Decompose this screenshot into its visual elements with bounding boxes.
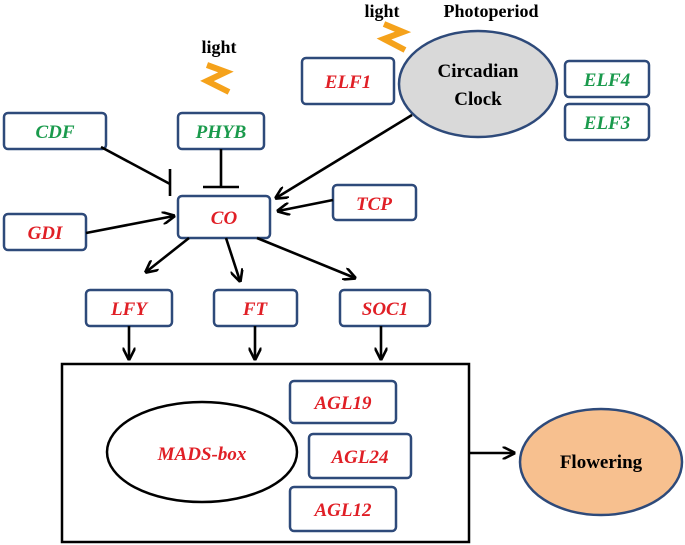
mads-box-label: MADS-box	[157, 444, 247, 465]
edge-co-to-soc1	[256, 236, 355, 278]
gene-node-agl12: AGL12	[288, 485, 398, 533]
edge-co-to-ft	[224, 237, 240, 281]
gene-node-agl24: AGL24	[307, 432, 413, 480]
svg-text:ELF4: ELF4	[583, 70, 630, 91]
svg-text:GDI: GDI	[28, 223, 63, 244]
gene-node-tcp: TCP	[331, 183, 418, 222]
photoperiod-label: Photoperiod	[443, 1, 538, 21]
circadian-clock-label-line2: Clock	[454, 89, 502, 110]
edge-cdf-inhibits-co	[100, 145, 171, 186]
light-icon-mid	[200, 62, 234, 95]
flowering-node	[518, 407, 684, 517]
edge-tcp-to-co	[278, 198, 334, 211]
circadian-clock-label-line1: Circadian	[438, 61, 519, 82]
light-label-top: light	[364, 1, 399, 21]
gene-node-co: CO	[176, 194, 272, 240]
edge-gdi-to-co	[85, 216, 174, 235]
gene-node-agl19: AGL19	[288, 379, 398, 425]
gene-node-gdi: GDI	[2, 212, 88, 252]
gene-node-phyb: PHYB	[176, 111, 266, 151]
svg-text:FT: FT	[242, 299, 269, 320]
edge-clock-to-co	[276, 113, 413, 198]
gene-node-elf4: ELF4	[563, 59, 651, 99]
gene-node-lfy: LFY	[84, 288, 174, 328]
svg-text:AGL12: AGL12	[314, 500, 373, 521]
svg-text:AGL19: AGL19	[314, 393, 373, 414]
svg-text:PHYB: PHYB	[195, 122, 247, 143]
circadian-clock-node	[397, 29, 559, 139]
flowering-label: Flowering	[560, 452, 643, 473]
svg-text:ELF1: ELF1	[324, 72, 371, 93]
edge-co-to-lfy	[146, 236, 190, 272]
svg-text:ELF3: ELF3	[583, 113, 630, 134]
gene-node-soc1: SOC1	[338, 288, 432, 328]
mads-box-ellipse	[105, 400, 299, 504]
light-label-mid: light	[201, 37, 236, 57]
gene-node-elf3: ELF3	[563, 102, 651, 142]
gene-node-ft: FT	[212, 288, 299, 328]
svg-text:SOC1: SOC1	[362, 299, 408, 320]
svg-text:CO: CO	[211, 208, 238, 229]
svg-text:LFY: LFY	[110, 299, 149, 320]
svg-text:CDF: CDF	[35, 122, 74, 143]
gene-node-cdf: CDF	[2, 111, 108, 151]
gene-node-elf1: ELF1	[300, 56, 396, 106]
light-icon-top	[376, 21, 412, 53]
svg-text:TCP: TCP	[356, 194, 392, 215]
svg-text:AGL24: AGL24	[331, 447, 389, 468]
